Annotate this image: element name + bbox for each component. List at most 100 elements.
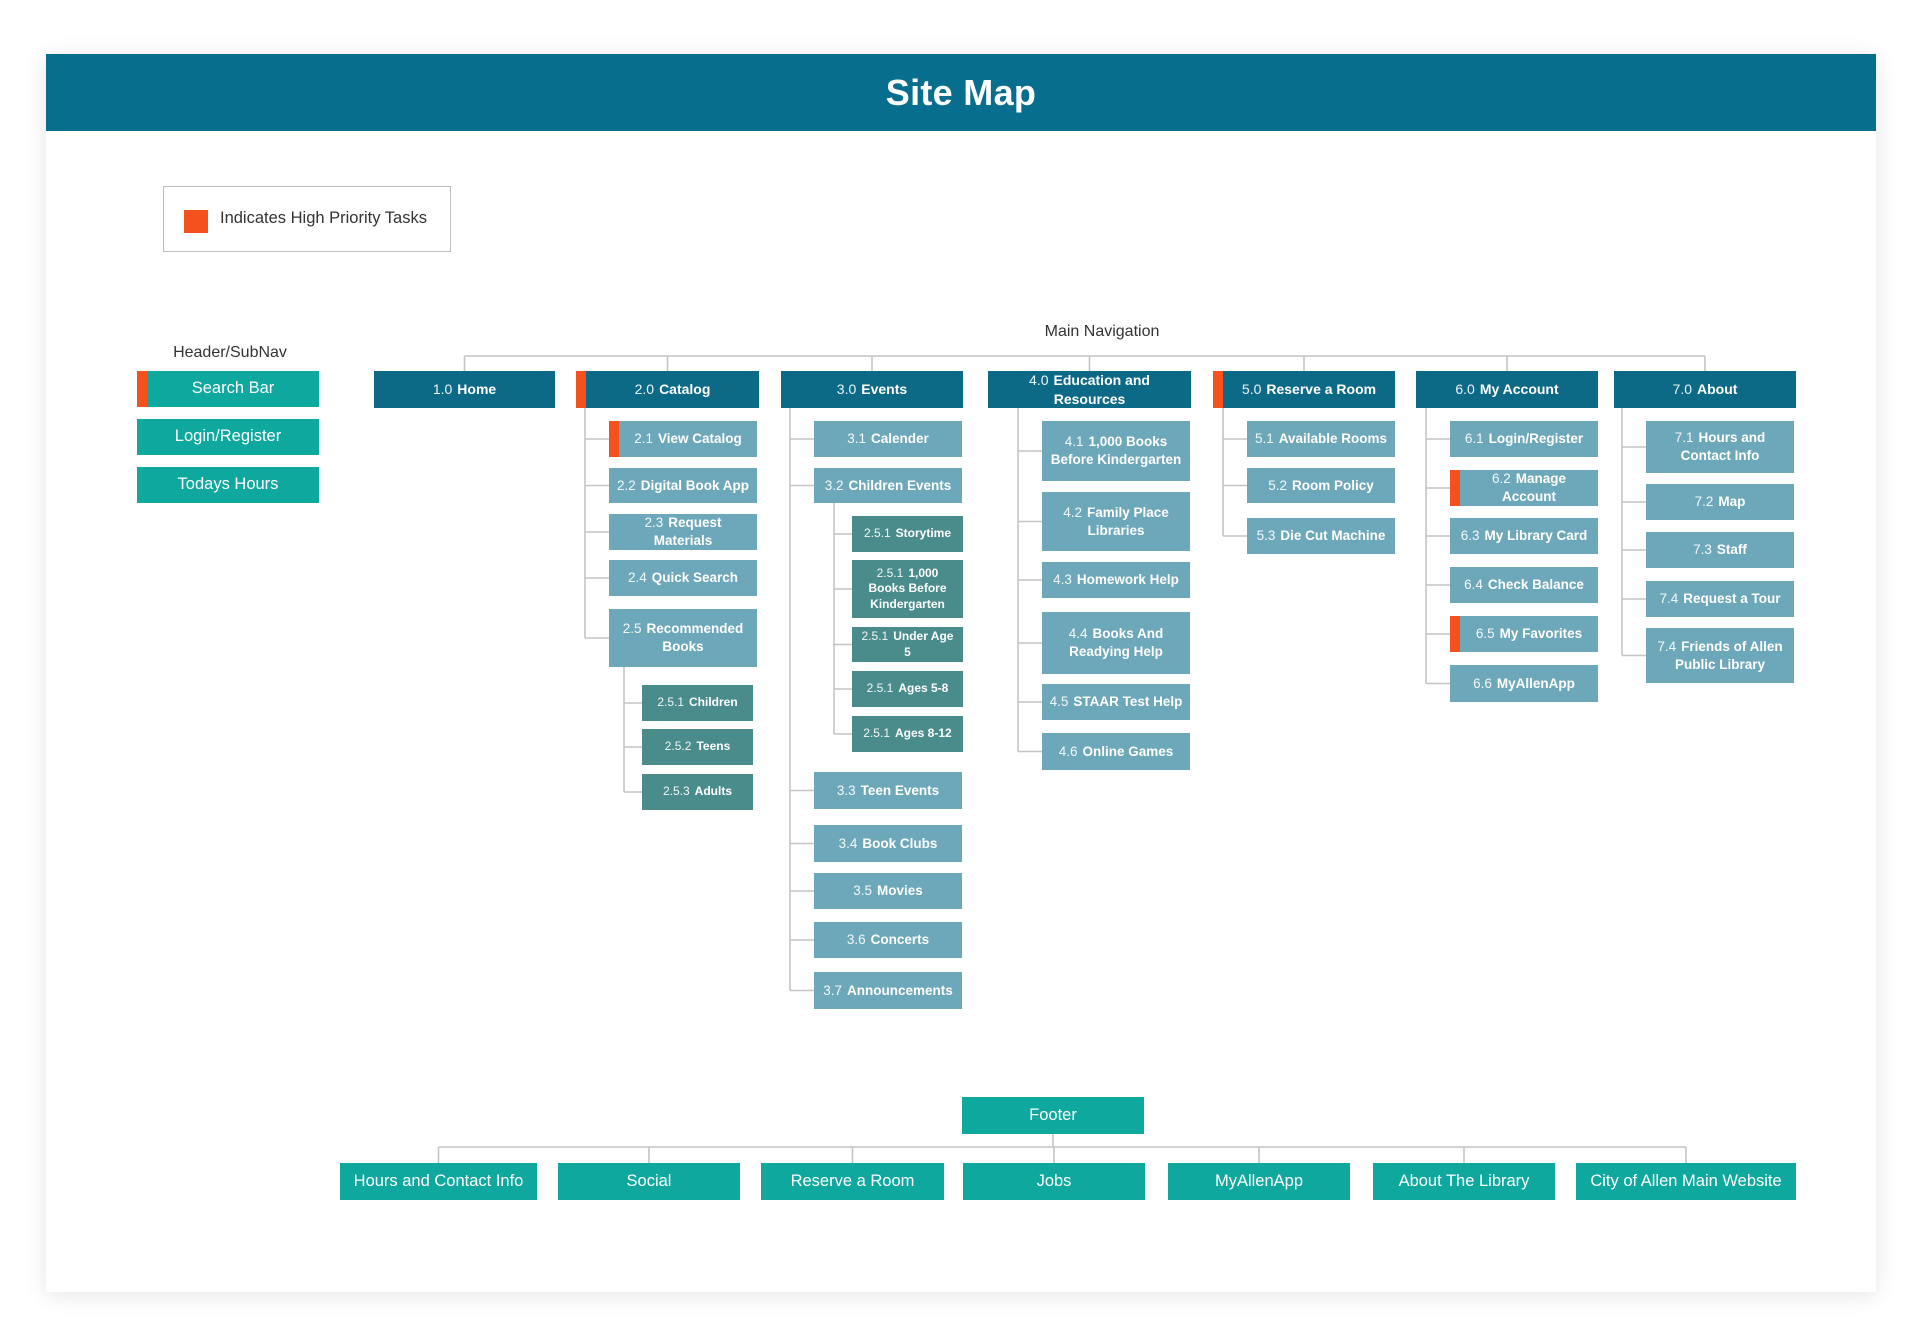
sub-item-adults[interactable]: 2.5.3 Adults <box>642 774 753 810</box>
footer-link-reserve-a-room-text: Reserve a Room <box>791 1171 915 1192</box>
node-number: 4.1 <box>1064 434 1084 450</box>
node-label: Education and Resources <box>1053 372 1150 407</box>
footer-link-jobs[interactable]: Jobs <box>963 1163 1145 1200</box>
node-number: 4.0 <box>1029 372 1049 389</box>
node-number: 2.4 <box>627 570 647 586</box>
node-label: Check Balance <box>1487 577 1584 593</box>
node-label: Manage Account <box>1502 471 1567 504</box>
node-label: 1,000 Books Before Kindergarten <box>868 565 947 611</box>
footer-link-reserve-a-room[interactable]: Reserve a Room <box>761 1163 944 1200</box>
node-number: 2.5.1 <box>861 628 889 643</box>
header-bar: Site Map <box>46 54 1876 131</box>
node-label: Jobs <box>1036 1171 1072 1190</box>
subnav-search-bar[interactable]: Search Bar <box>137 371 319 407</box>
node-number: 2.1 <box>634 431 653 447</box>
footer-link-myallenapp[interactable]: MyAllenApp <box>1168 1163 1350 1200</box>
node-number: 6.6 <box>1473 675 1492 691</box>
node-label: MyAllenApp <box>1214 1171 1304 1190</box>
node-label: Adults <box>694 784 733 799</box>
footer-heading[interactable]: Footer <box>962 1097 1144 1134</box>
footer-heading-text: Footer <box>1029 1105 1077 1126</box>
node-label: Ages 8-12 <box>895 726 952 741</box>
footer-link-about-the-library-text: About The Library <box>1399 1171 1530 1192</box>
node-number: 1.0 <box>432 381 453 398</box>
subnav-todays-hours[interactable]: Todays Hours <box>137 467 319 503</box>
node-number: 2.5.3 <box>662 784 690 799</box>
node-label: Children Events <box>848 477 952 493</box>
node-label: Map <box>1718 494 1746 510</box>
subnav-login-register[interactable]: Login/Register <box>137 419 319 455</box>
node-label: Login/Register <box>174 427 282 446</box>
node-label: Family Place Libraries <box>1086 504 1169 538</box>
footer-link-about-the-library[interactable]: About The Library <box>1373 1163 1555 1200</box>
node-label: Children <box>689 695 738 710</box>
footer-link-social[interactable]: Social <box>558 1163 740 1200</box>
node-number: 5.0 <box>1241 381 1262 398</box>
node-number: 6.2 <box>1491 471 1511 487</box>
footer-link-hours-and-contact-info[interactable]: Hours and Contact Info <box>340 1163 537 1200</box>
node-label: Home <box>457 381 497 398</box>
footer-link-city-of-allen-main-website[interactable]: City of Allen Main Website <box>1576 1163 1796 1200</box>
node-label: Todays Hours <box>177 475 279 494</box>
node-number: 7.4 <box>1657 638 1677 654</box>
subnav-todays-hours-text: Todays Hours <box>178 474 279 495</box>
node-label: Online Games <box>1082 743 1174 759</box>
node-number: 7.3 <box>1693 542 1712 558</box>
node-label: Quick Search <box>651 570 739 586</box>
node-label: Reserve a Room <box>790 1171 915 1190</box>
